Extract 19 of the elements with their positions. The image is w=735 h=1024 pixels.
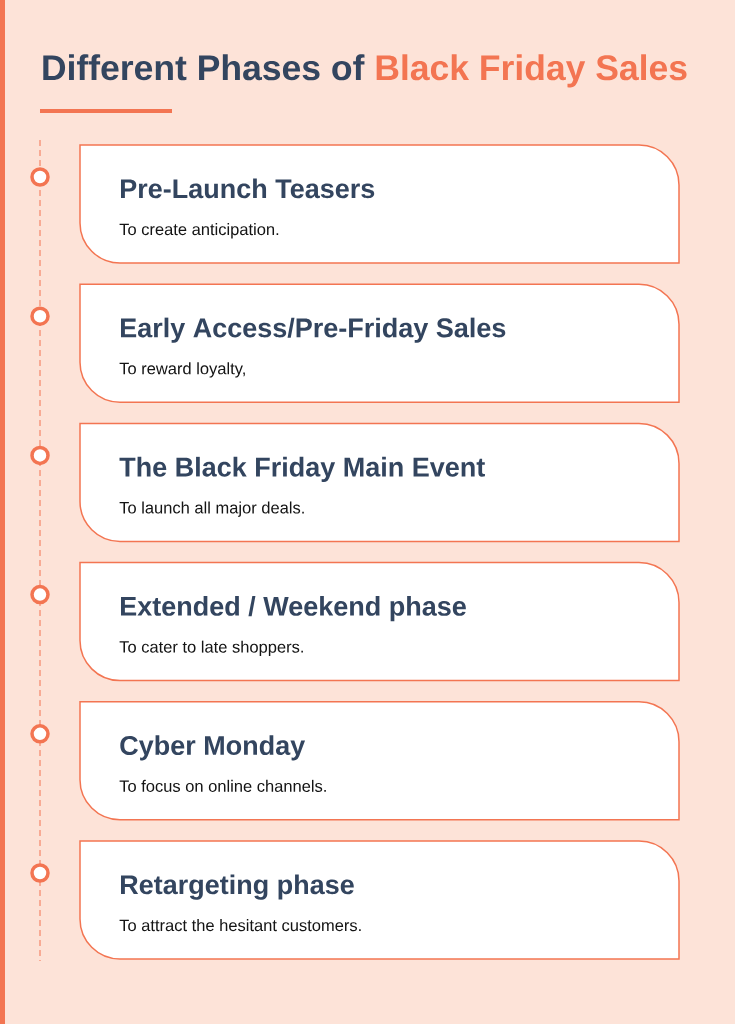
phase-heading: The Black Friday Main Event bbox=[119, 456, 485, 482]
phase-heading: Cyber Monday bbox=[120, 735, 306, 761]
phase-description: To focus on online channels. bbox=[119, 779, 326, 792]
phase-description: To create anticipation. bbox=[119, 223, 279, 239]
title: Different Phases of Black Friday Sales bbox=[43, 54, 687, 88]
phase-heading: Extended / Weekend phase bbox=[121, 596, 466, 622]
phase-card bbox=[79, 840, 680, 960]
phase-card bbox=[79, 283, 680, 403]
phase-heading: Early Access/Pre-Friday Sales bbox=[121, 317, 506, 343]
phase-description: To cater to late shoppers. bbox=[119, 640, 303, 656]
phase-heading: Retargeting phase bbox=[121, 874, 354, 900]
phase-description: To launch all major deals. bbox=[119, 501, 304, 517]
phase-heading: Pre-Launch Teasers bbox=[121, 178, 375, 199]
phase-description: To attract the hesitant customers. bbox=[119, 919, 361, 932]
phase-description: To reward loyalty, bbox=[119, 362, 245, 378]
phase-card bbox=[79, 701, 680, 821]
phase-card bbox=[79, 561, 680, 682]
phase-card bbox=[79, 422, 680, 543]
phase-card bbox=[79, 144, 680, 264]
